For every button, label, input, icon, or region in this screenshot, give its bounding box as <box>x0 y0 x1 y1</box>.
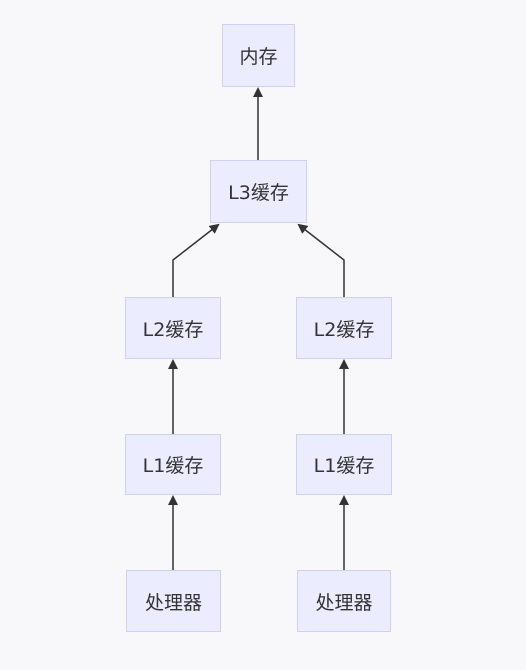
node-processor-right: 处理器 <box>297 570 391 632</box>
node-memory: 内存 <box>222 24 295 87</box>
node-l1-cache-left: L1缓存 <box>125 434 221 495</box>
node-l2-cache-right: L2缓存 <box>296 297 392 359</box>
node-l2-cache-left: L2缓存 <box>125 297 221 359</box>
edge-l2-left-to-l3 <box>172 223 220 297</box>
node-processor-left: 处理器 <box>126 570 221 632</box>
node-l1-cache-right: L1缓存 <box>296 434 392 495</box>
edge-l2-right-to-l3 <box>297 223 345 297</box>
node-l3-cache: L3缓存 <box>210 160 307 223</box>
